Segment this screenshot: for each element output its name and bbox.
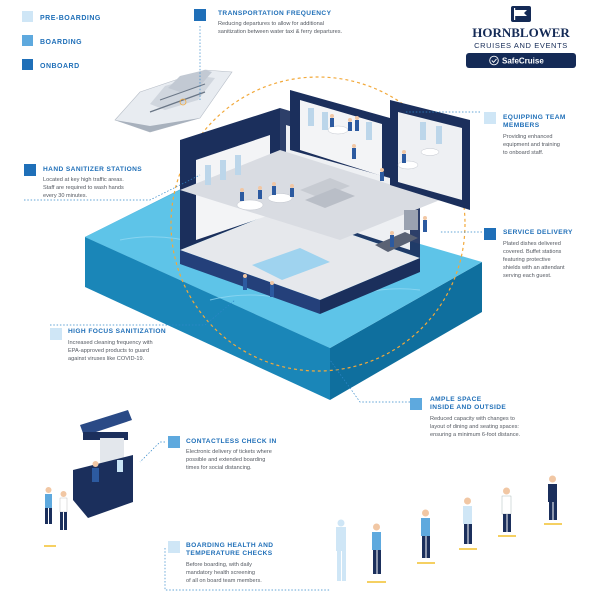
callout-body: against viruses like COVID-19. bbox=[68, 356, 145, 362]
callout-body: possible and extended boarding bbox=[186, 457, 265, 463]
callout-health-checks: BOARDING HEALTH AND TEMPERATURE CHECKS B… bbox=[168, 541, 273, 584]
ship-cutaway bbox=[180, 90, 470, 314]
callout-body: every 30 minutes. bbox=[43, 193, 88, 199]
callout-marker bbox=[50, 328, 62, 340]
callout-body: Staff are required to wash hands bbox=[43, 185, 124, 191]
brand-logo: HORNBLOWER CRUISES AND EVENTS SafeCruise bbox=[466, 6, 576, 68]
callout-marker bbox=[194, 9, 206, 21]
callout-ample-space: AMPLE SPACE INSIDE AND OUTSIDE Reduced c… bbox=[410, 396, 521, 438]
callout-body: EPA-approved products to guard bbox=[68, 348, 149, 354]
callout-body: Reduced capacity with changes to bbox=[430, 416, 515, 422]
legend-swatch-pre-boarding bbox=[22, 11, 33, 22]
callout-body: times for social distancing. bbox=[186, 465, 252, 471]
callout-body: of all on board team members. bbox=[186, 578, 262, 584]
legend-label-boarding: BOARDING bbox=[40, 39, 82, 46]
callout-marker bbox=[484, 228, 496, 240]
callout-service-delivery: SERVICE DELIVERY Plated dishes delivered… bbox=[484, 228, 573, 279]
check-circle-icon bbox=[489, 55, 499, 66]
callout-title: SERVICE DELIVERY bbox=[503, 229, 573, 236]
legend: PRE-BOARDING BOARDING ONBOARD bbox=[22, 11, 101, 70]
callout-body: equipment and training bbox=[503, 142, 560, 148]
safecruise-badge bbox=[466, 53, 576, 68]
callout-marker bbox=[410, 398, 422, 410]
callout-body: layout of dining and seating spaces: bbox=[430, 424, 519, 430]
legend-swatch-onboard bbox=[22, 59, 33, 70]
callout-body: shields with an attendant bbox=[503, 265, 565, 271]
callout-body: Before boarding, with daily bbox=[186, 562, 252, 568]
callout-title: BOARDING HEALTH AND bbox=[186, 542, 273, 549]
callout-title: CONTACTLESS CHECK IN bbox=[186, 438, 277, 445]
brand-name: HORNBLOWER bbox=[472, 25, 570, 40]
callout-transportation-frequency: TRANSPORTATION FREQUENCY Reducing depart… bbox=[194, 9, 343, 35]
health-screener bbox=[336, 519, 346, 581]
water-taxi-ship bbox=[114, 69, 233, 133]
callout-body: Electronic delivery of tickets where bbox=[186, 449, 272, 455]
callout-body: Increased cleaning frequency with bbox=[68, 340, 153, 346]
leader-lines bbox=[24, 26, 482, 591]
boarding-queue bbox=[336, 475, 562, 583]
callout-high-focus-sanitization: HIGH FOCUS SANITIZATION Increased cleani… bbox=[50, 328, 166, 362]
callout-title: AMPLE SPACE bbox=[430, 396, 482, 403]
callout-body: serving each guest. bbox=[503, 273, 552, 279]
callout-title: EQUIPPING TEAM bbox=[503, 114, 566, 121]
callout-title: HAND SANITIZER STATIONS bbox=[43, 166, 142, 173]
checkin-kiosk bbox=[44, 410, 133, 547]
callout-marker bbox=[168, 541, 180, 553]
callout-body: Plated dishes delivered bbox=[503, 241, 561, 247]
safecruise-label: SafeCruise bbox=[502, 57, 544, 66]
callout-title: TRANSPORTATION FREQUENCY bbox=[218, 10, 332, 17]
callout-contactless-check-in: CONTACTLESS CHECK IN Electronic delivery… bbox=[168, 436, 277, 471]
callout-body: to onboard staff. bbox=[503, 150, 544, 156]
callout-title: HIGH FOCUS SANITIZATION bbox=[68, 328, 166, 335]
callout-body: Providing enhanced bbox=[503, 134, 552, 140]
callout-body: featuring protective bbox=[503, 257, 551, 263]
legend-swatch-boarding bbox=[22, 35, 33, 46]
callout-marker bbox=[168, 436, 180, 448]
callout-body: covered. Buffet stations bbox=[503, 249, 562, 255]
callout-title: MEMBERS bbox=[503, 122, 540, 129]
callout-body: Reducing departures to allow for additio… bbox=[218, 21, 324, 27]
callout-title: TEMPERATURE CHECKS bbox=[186, 550, 273, 557]
callout-body: Located at key high traffic areas. bbox=[43, 177, 124, 183]
callout-marker bbox=[484, 112, 496, 124]
callout-equipping-team: EQUIPPING TEAM MEMBERS Providing enhance… bbox=[484, 112, 566, 156]
focus-ring bbox=[170, 76, 466, 372]
callout-title: INSIDE AND OUTSIDE bbox=[430, 404, 506, 411]
brand-tagline: CRUISES AND EVENTS bbox=[474, 41, 568, 50]
callout-marker bbox=[24, 164, 36, 176]
callout-hand-sanitizer: HAND SANITIZER STATIONS Located at key h… bbox=[24, 164, 142, 199]
callout-body: ensuring a minimum 6-foot distance. bbox=[430, 432, 521, 438]
flag-icon bbox=[511, 6, 531, 22]
callout-body: sanitization between water taxi & ferry … bbox=[218, 29, 343, 35]
legend-label-pre-boarding: PRE-BOARDING bbox=[40, 15, 101, 22]
callout-body: mandatory health screening bbox=[186, 570, 255, 576]
legend-label-onboard: ONBOARD bbox=[40, 63, 80, 70]
